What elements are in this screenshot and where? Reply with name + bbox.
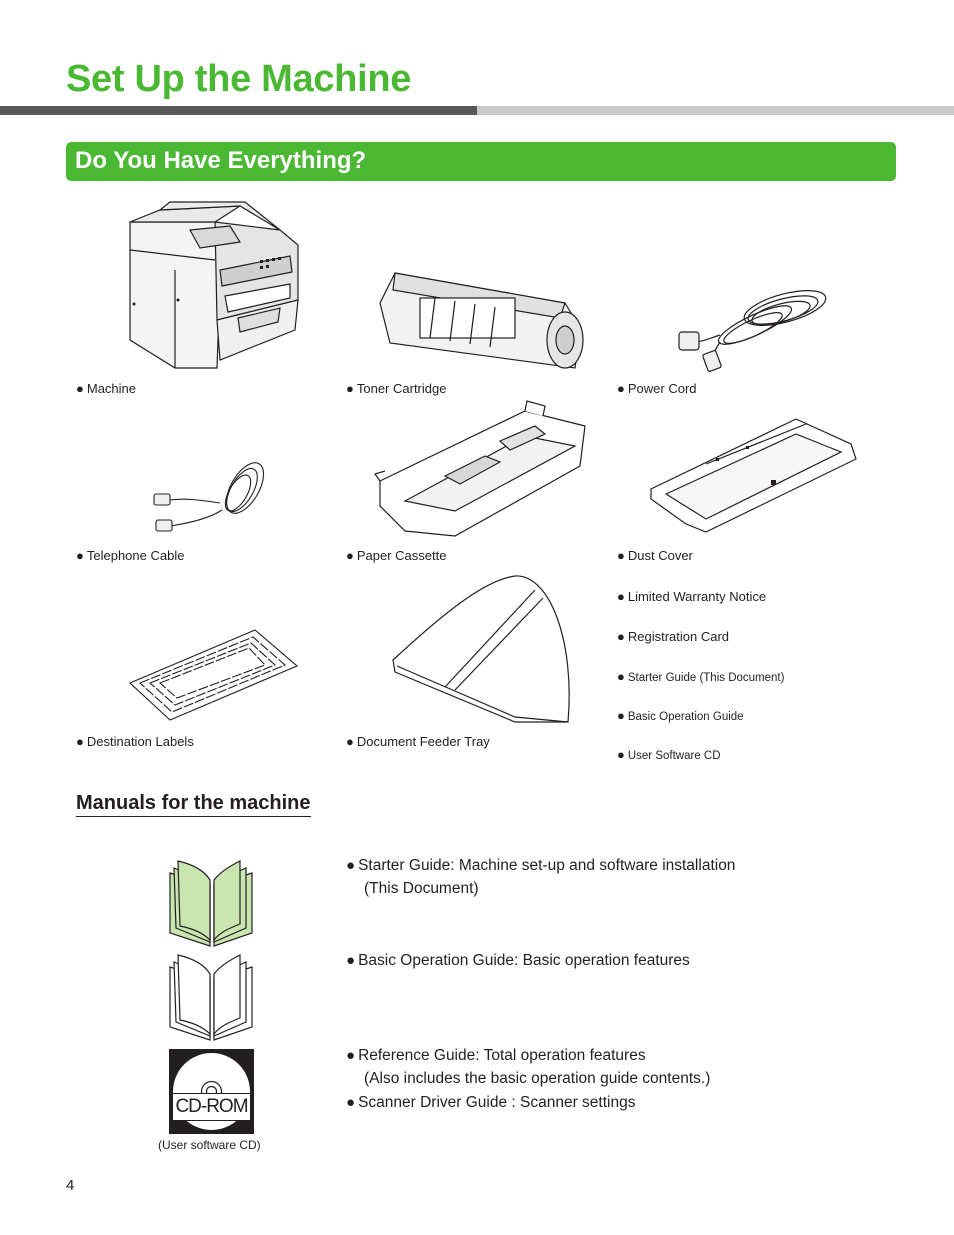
manual-reference-note: (Also includes the basic operation guide…: [364, 1070, 711, 1087]
item-dust-cover: ●Dust Cover: [617, 548, 693, 563]
banner-title: Do You Have Everything?: [75, 147, 367, 174]
item-telephone-cable: ●Telephone Cable: [76, 548, 184, 563]
feeder-tray-illustration: [392, 575, 570, 723]
machine-illustration: [129, 201, 299, 369]
manual-text: Basic Operation Guide: Basic operation f…: [358, 952, 690, 969]
item-label: Paper Cassette: [356, 548, 447, 563]
item-software-cd: ●User Software CD: [617, 747, 721, 762]
power-cord-illustration: [678, 290, 827, 372]
manual-reference-guide: ●Reference Guide: Total operation featur…: [346, 1047, 646, 1065]
header-rule-dark: [0, 106, 477, 115]
basic-guide-book-icon: [169, 954, 253, 1041]
section-banner: Do You Have Everything?: [66, 142, 896, 181]
starter-guide-book-icon: [169, 860, 253, 947]
manual-starter-guide: ●Starter Guide: Machine set-up and softw…: [346, 857, 735, 875]
bullet-icon: ●: [76, 548, 84, 563]
item-label: Limited Warranty Notice: [627, 589, 767, 604]
bullet-icon: ●: [617, 629, 625, 644]
cd-rom-icon: CD-ROM: [169, 1049, 254, 1134]
item-label: Dust Cover: [627, 548, 693, 563]
cd-disc-icon: [172, 1052, 251, 1131]
bullet-icon: ●: [617, 381, 625, 396]
bullet-icon: ●: [617, 589, 625, 604]
item-machine: ●Machine: [76, 381, 136, 396]
item-feeder-tray: ●Document Feeder Tray: [346, 734, 490, 749]
manual-text: Reference Guide: Total operation feature…: [358, 1047, 646, 1064]
paper-cassette-illustration: [374, 400, 586, 537]
item-paper-cassette: ●Paper Cassette: [346, 548, 446, 563]
bullet-icon: ●: [617, 708, 625, 723]
item-label: Telephone Cable: [86, 548, 185, 563]
item-destination-labels: ●Destination Labels: [76, 734, 194, 749]
item-warranty: ●Limited Warranty Notice: [617, 589, 766, 604]
manual-starter-note: (This Document): [364, 880, 479, 897]
item-label: Toner Cartridge: [356, 381, 447, 396]
manual-scanner-guide: ●Scanner Driver Guide : Scanner settings: [346, 1094, 635, 1112]
manual-text: Scanner Driver Guide : Scanner settings: [358, 1094, 636, 1111]
item-power-cord: ●Power Cord: [617, 381, 697, 396]
cd-rom-label: CD-ROM: [172, 1093, 251, 1121]
destination-labels-illustration: [129, 629, 299, 721]
item-starter-guide: ●Starter Guide (This Document): [617, 669, 784, 684]
page-number: 4: [66, 1177, 75, 1194]
item-registration: ●Registration Card: [617, 629, 729, 644]
bullet-icon: ●: [346, 1047, 356, 1064]
dust-cover-illustration: [650, 418, 857, 533]
bullet-icon: ●: [346, 548, 354, 563]
toner-illustration: [379, 272, 584, 369]
bullet-icon: ●: [346, 734, 354, 749]
bullet-icon: ●: [346, 952, 356, 969]
item-label: User Software CD: [627, 750, 721, 762]
bullet-icon: ●: [76, 734, 84, 749]
item-label: Starter Guide (This Document): [627, 672, 785, 684]
cd-caption: (User software CD): [158, 1138, 261, 1152]
bullet-icon: ●: [346, 857, 356, 874]
manual-basic-guide: ●Basic Operation Guide: Basic operation …: [346, 952, 690, 970]
item-label: Machine: [86, 381, 136, 396]
bullet-icon: ●: [76, 381, 84, 396]
item-basic-guide: ●Basic Operation Guide: [617, 708, 744, 723]
header-rule-light: [477, 106, 954, 115]
manuals-heading: Manuals for the machine: [76, 792, 311, 817]
item-label: Destination Labels: [86, 734, 194, 749]
item-label: Basic Operation Guide: [627, 711, 744, 723]
telephone-cable-illustration: [153, 462, 265, 532]
item-label: Power Cord: [627, 381, 697, 396]
bullet-icon: ●: [617, 548, 625, 563]
item-label: Document Feeder Tray: [356, 734, 490, 749]
page-title: Set Up the Machine: [66, 58, 412, 100]
manual-text: Starter Guide: Machine set-up and softwa…: [358, 857, 736, 874]
bullet-icon: ●: [346, 381, 354, 396]
bullet-icon: ●: [346, 1094, 356, 1111]
item-label: Registration Card: [627, 629, 730, 644]
item-toner: ●Toner Cartridge: [346, 381, 446, 396]
bullet-icon: ●: [617, 747, 625, 762]
bullet-icon: ●: [617, 669, 625, 684]
